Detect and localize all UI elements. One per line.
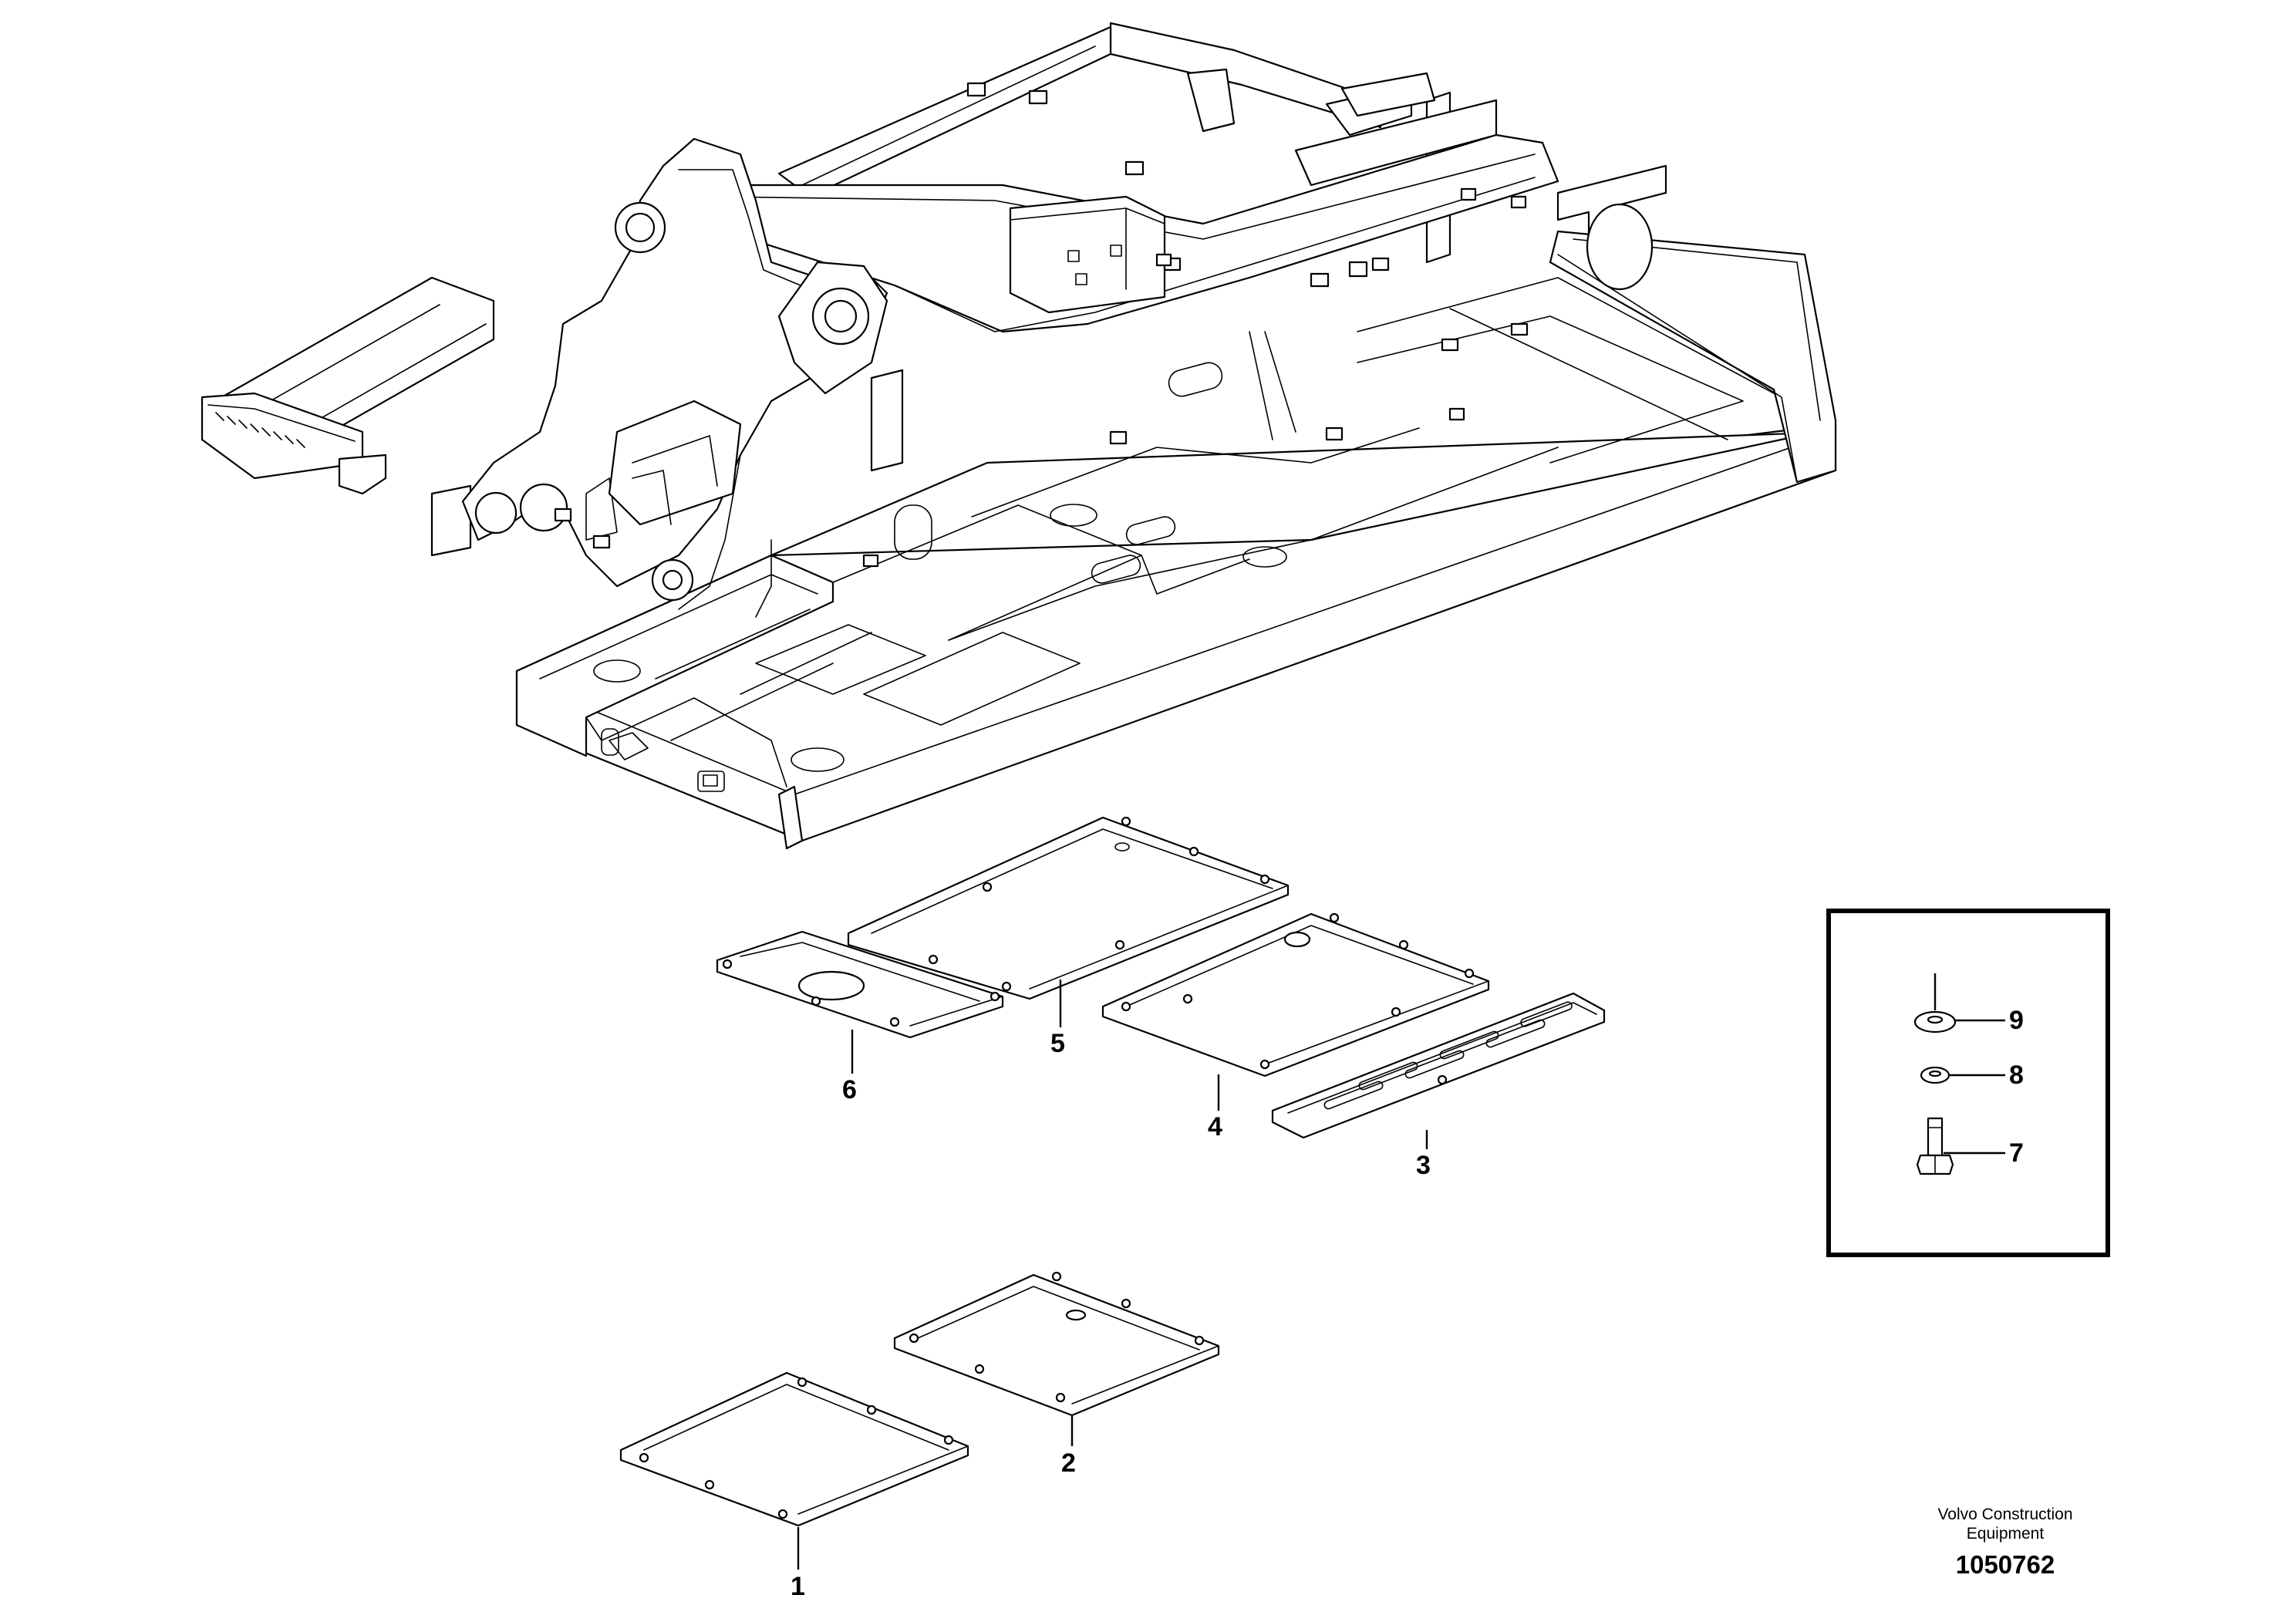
callout-1: 1 <box>791 1572 805 1601</box>
hardware-detail-inset <box>1826 909 2110 1257</box>
callout-2: 2 <box>1061 1448 1076 1478</box>
callout-8: 8 <box>2009 1061 2024 1090</box>
callout-7: 7 <box>2009 1138 2024 1168</box>
company-name: Volvo Construction Equipment <box>1913 1505 2098 1543</box>
callout-5: 5 <box>1050 1029 1065 1058</box>
washer-icon <box>1913 1010 1957 1034</box>
cover-plate-1 <box>619 1371 969 1527</box>
frame-fastener-blocks <box>554 82 1529 568</box>
callout-6: 6 <box>842 1075 857 1104</box>
drawing-number: 1050762 <box>1955 1550 2055 1579</box>
company-name-line2: Equipment <box>1966 1525 2045 1543</box>
callout-leaders <box>797 980 1428 1570</box>
callout-4: 4 <box>1208 1112 1222 1141</box>
bolt-icon <box>1916 1117 1954 1175</box>
callout-3: 3 <box>1416 1151 1431 1180</box>
upper-frame-assembly <box>201 22 1837 850</box>
cover-plate-6 <box>716 929 1004 1039</box>
cover-plate-4 <box>1101 912 1490 1077</box>
cover-plate-5 <box>847 816 1290 1000</box>
company-name-line1: Volvo Construction <box>1937 1506 2073 1523</box>
cover-plate-2 <box>893 1271 1220 1417</box>
cover-plate-3 <box>1271 992 1606 1139</box>
callout-9: 9 <box>2009 1006 2024 1035</box>
detail-hardware <box>1913 973 2005 1175</box>
